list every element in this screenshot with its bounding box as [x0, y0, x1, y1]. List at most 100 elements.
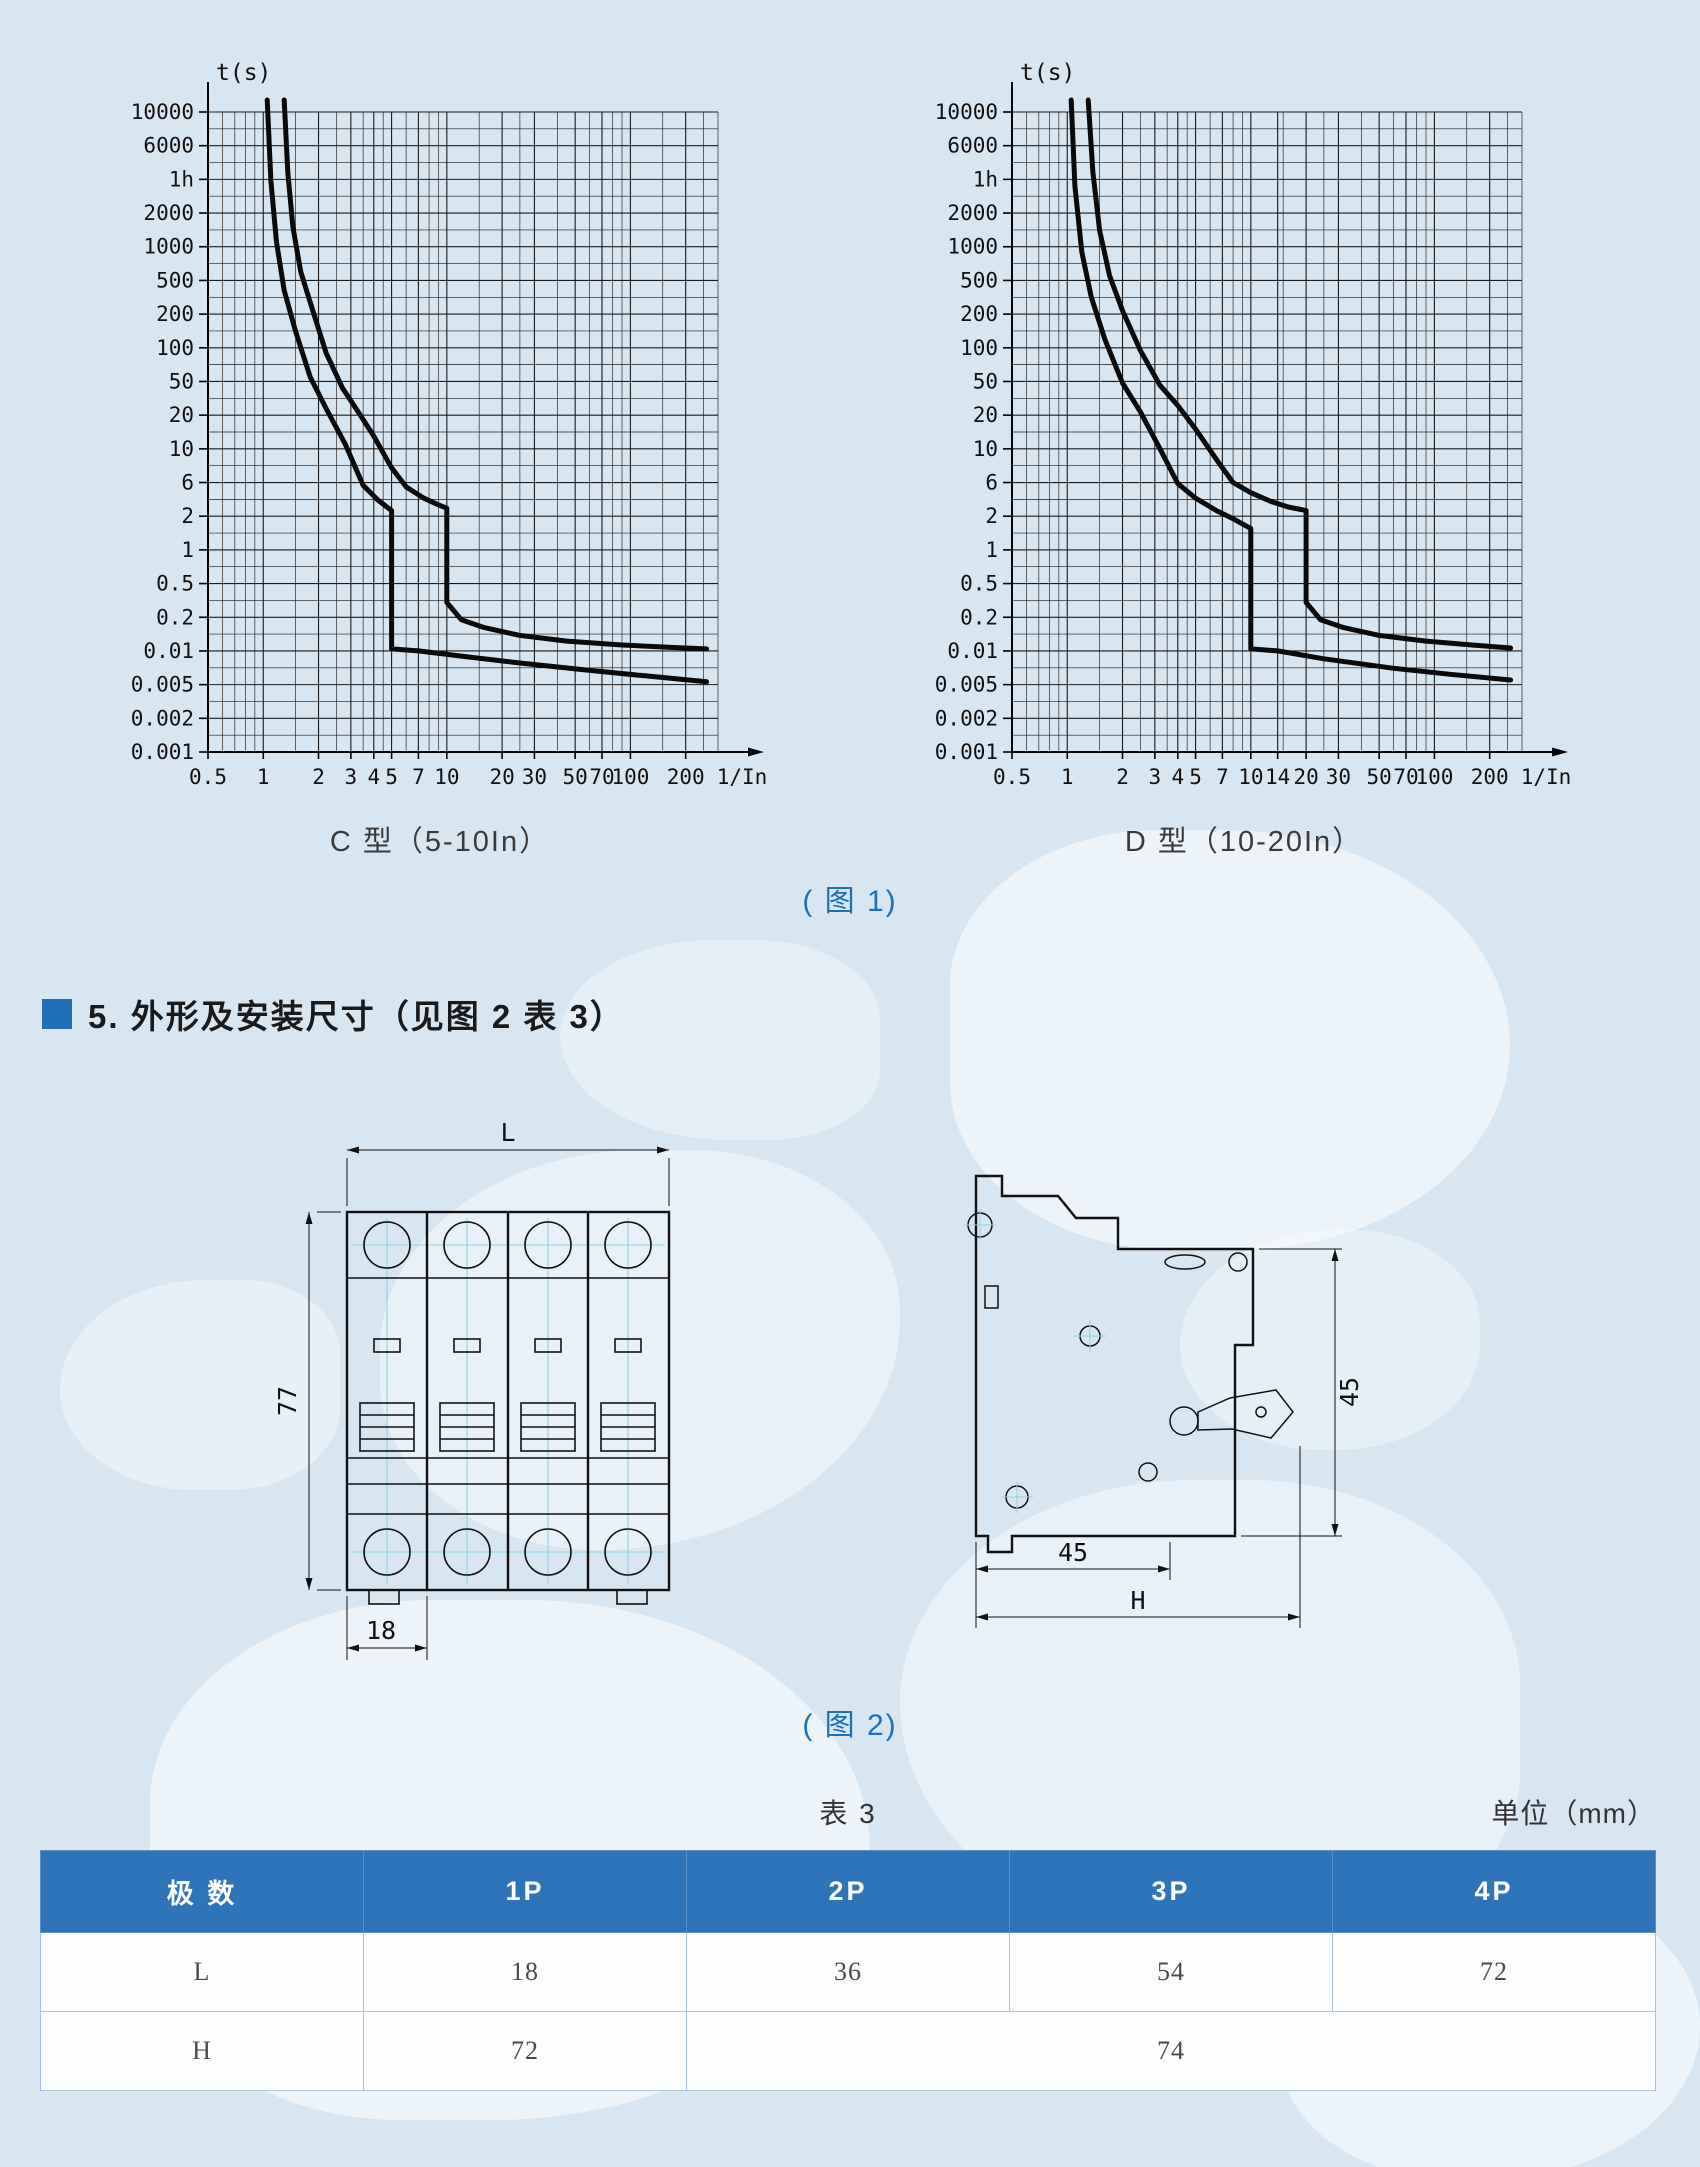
svg-text:1000: 1000	[143, 235, 194, 259]
svg-text:20: 20	[973, 403, 998, 427]
svg-text:0.2: 0.2	[156, 605, 194, 629]
table-header-4p: 4P	[1332, 1850, 1656, 1933]
table-unit-note: 单位（mm）	[1491, 1798, 1656, 1829]
svg-text:200: 200	[960, 302, 998, 326]
svg-text:10000: 10000	[131, 100, 194, 124]
svg-text:0.005: 0.005	[935, 673, 998, 697]
svg-text:200: 200	[1471, 765, 1509, 789]
svg-text:1h: 1h	[973, 167, 998, 191]
side-centermarks	[964, 1209, 1106, 1513]
svg-text:500: 500	[156, 268, 194, 292]
table-header-row: 极 数 1P 2P 3P 4P	[40, 1850, 1656, 1933]
row-H-label: H	[40, 2011, 364, 2091]
svg-text:50: 50	[973, 369, 998, 393]
svg-text:4: 4	[367, 765, 380, 789]
table-row-L: L 18 36 54 72	[40, 1932, 1656, 2012]
svg-text:30: 30	[522, 765, 547, 789]
front-width-dimension-label: L	[500, 1120, 515, 1147]
figure2-caption: ( 图 2)	[802, 1709, 898, 1742]
svg-text:10: 10	[434, 765, 459, 789]
svg-text:2: 2	[312, 765, 325, 789]
side-dimension-arrows	[976, 1249, 1339, 1621]
row-L-2p: 36	[686, 1932, 1010, 2012]
row-H-2p-4p: 74	[686, 2011, 1656, 2091]
svg-text:t(s): t(s)	[1020, 60, 1075, 86]
svg-text:3: 3	[1149, 765, 1162, 789]
svg-text:50: 50	[1367, 765, 1392, 789]
side-dimension-lines	[975, 1248, 1342, 1628]
figure1-caption: ( 图 1)	[802, 885, 898, 918]
svg-text:1: 1	[1061, 765, 1074, 789]
svg-text:1/In: 1/In	[1521, 765, 1572, 789]
svg-text:0.5: 0.5	[960, 572, 998, 596]
svg-text:100: 100	[1415, 765, 1453, 789]
svg-text:2: 2	[1116, 765, 1129, 789]
table-title: 表 3	[819, 1798, 877, 1829]
svg-text:2: 2	[181, 504, 194, 528]
svg-text:5: 5	[1189, 765, 1202, 789]
svg-text:1/In: 1/In	[717, 765, 768, 789]
section-bullet-icon	[42, 999, 72, 1029]
svg-text:70: 70	[1393, 765, 1418, 789]
svg-text:0.5: 0.5	[993, 765, 1031, 789]
svg-text:6000: 6000	[143, 134, 194, 158]
svg-text:50: 50	[563, 765, 588, 789]
chart-c-caption: C 型（5-10In）	[329, 826, 551, 858]
svg-text:20: 20	[489, 765, 514, 789]
svg-text:2000: 2000	[143, 201, 194, 225]
row-L-label: L	[40, 1932, 364, 2012]
trip-curve-chart-d-svg: 1000060001h200010005002001005020106210.5…	[935, 60, 1572, 789]
row-L-4p: 72	[1332, 1932, 1656, 2012]
svg-text:20: 20	[1293, 765, 1318, 789]
svg-text:100: 100	[156, 336, 194, 360]
trip-curve-chart-c-svg: 1000060001h200010005002001005020106210.5…	[131, 60, 768, 789]
svg-text:1: 1	[181, 538, 194, 562]
table-header-3p: 3P	[1009, 1850, 1333, 1933]
svg-text:0.005: 0.005	[131, 673, 194, 697]
chart-d-caption: D 型（10-20In）	[1124, 826, 1364, 858]
table-row-H: H 72 74	[40, 2011, 1656, 2091]
front-view-drawing: L 77 18	[273, 1120, 671, 1660]
svg-text:1: 1	[257, 765, 270, 789]
side-overall-dimension-label: H	[1130, 1586, 1145, 1615]
svg-text:0.001: 0.001	[131, 740, 194, 764]
svg-text:0.01: 0.01	[143, 639, 194, 663]
svg-text:3: 3	[345, 765, 358, 789]
svg-text:0.5: 0.5	[189, 765, 227, 789]
table-header-1p: 1P	[363, 1850, 687, 1933]
section-heading: 5. 外形及安装尺寸（见图 2 表 3）	[42, 990, 625, 1038]
front-body-outline	[345, 1210, 671, 1605]
svg-text:4: 4	[1171, 765, 1184, 789]
side-view-drawing: 45 45 H	[964, 1174, 1364, 1628]
svg-text:0.001: 0.001	[935, 740, 998, 764]
svg-text:200: 200	[156, 302, 194, 326]
svg-text:6000: 6000	[947, 134, 998, 158]
svg-text:0.002: 0.002	[131, 706, 194, 730]
svg-text:6: 6	[985, 471, 998, 495]
svg-text:0.01: 0.01	[947, 639, 998, 663]
svg-text:100: 100	[960, 336, 998, 360]
svg-text:14: 14	[1265, 765, 1290, 789]
svg-text:10000: 10000	[935, 100, 998, 124]
row-H-1p: 72	[363, 2011, 687, 2091]
svg-text:50: 50	[169, 369, 194, 393]
row-L-3p: 54	[1009, 1932, 1333, 2012]
svg-text:10: 10	[1238, 765, 1263, 789]
svg-text:7: 7	[412, 765, 425, 789]
row-L-1p: 18	[363, 1932, 687, 2012]
side-height-dimension-label: 45	[1335, 1377, 1364, 1407]
svg-text:1h: 1h	[169, 167, 194, 191]
svg-text:500: 500	[960, 268, 998, 292]
svg-text:30: 30	[1326, 765, 1351, 789]
svg-text:200: 200	[667, 765, 705, 789]
section-heading-text: 5. 外形及安装尺寸（见图 2 表 3）	[88, 998, 625, 1035]
table-header-poles: 极 数	[40, 1850, 364, 1933]
svg-text:100: 100	[611, 765, 649, 789]
svg-text:10: 10	[169, 437, 194, 461]
svg-text:20: 20	[169, 403, 194, 427]
svg-text:7: 7	[1216, 765, 1229, 789]
table-header-2p: 2P	[686, 1850, 1010, 1933]
